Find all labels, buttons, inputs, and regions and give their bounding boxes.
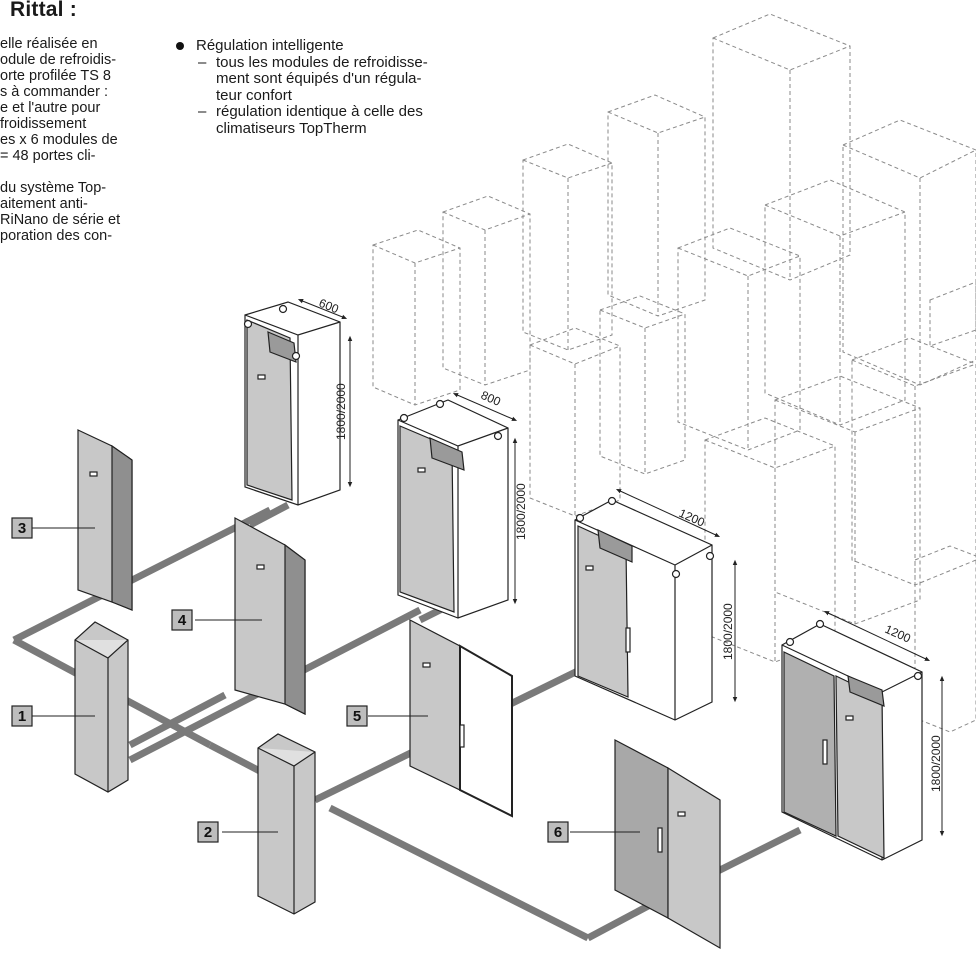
ghost-cabinet bbox=[914, 545, 976, 733]
left-line: elle réalisée en bbox=[0, 36, 98, 52]
feature-list: Régulation intelligente – tous les modul… bbox=[176, 37, 428, 137]
ghost-cabinet bbox=[842, 119, 976, 386]
left-line: froidissement bbox=[0, 116, 87, 132]
dim-600: 600 bbox=[317, 296, 341, 317]
block-1 bbox=[74, 621, 129, 793]
sub-line: climatiseurs TopTherm bbox=[216, 119, 367, 137]
ghost-cabinet bbox=[522, 143, 613, 351]
cabinet-1200-b bbox=[781, 619, 923, 861]
callout-2: 2 bbox=[197, 821, 219, 843]
callout-4: 4 bbox=[171, 609, 193, 631]
section-title: Rittal : bbox=[10, 0, 77, 21]
cabinet-800 bbox=[397, 399, 509, 619]
ghost-cabinet bbox=[851, 337, 976, 586]
cabinet-1200-a bbox=[574, 496, 715, 721]
dim-1200-a: 1200 bbox=[677, 506, 707, 530]
block-2 bbox=[257, 733, 316, 915]
left-line: es x 6 modules de bbox=[0, 132, 118, 148]
ghost-cabinet bbox=[607, 94, 706, 317]
door-5 bbox=[409, 619, 513, 818]
dimension-lines bbox=[297, 299, 945, 837]
left-description: elle réalisée en odule de refroidis- ort… bbox=[0, 36, 160, 244]
ghost-cabinets bbox=[372, 13, 976, 733]
callout-leaders bbox=[32, 527, 640, 833]
left-line: = 48 portes cli- bbox=[0, 148, 96, 164]
left-line: aitement anti- bbox=[0, 196, 88, 212]
dim-height-4: 1800/2000 bbox=[929, 735, 943, 792]
left-line: poration des con- bbox=[0, 228, 113, 244]
callout-5: 5 bbox=[346, 705, 368, 727]
ghost-cabinet bbox=[929, 281, 976, 347]
door-3 bbox=[77, 429, 133, 611]
callout-3: 3 bbox=[11, 517, 33, 539]
ghost-cabinet bbox=[712, 13, 851, 281]
left-line: s à commander : bbox=[0, 84, 108, 100]
sub-item-2: – régulation identique à celle des clima… bbox=[176, 103, 428, 137]
callout-1: 1 bbox=[11, 705, 33, 727]
left-line: e et l'autre pour bbox=[0, 100, 101, 116]
dash-icon: – bbox=[198, 53, 207, 71]
sub-item-1: – tous les modules de refroidisse- ment … bbox=[176, 53, 428, 105]
sub-line: ment sont équipés d'un régula- bbox=[216, 70, 422, 87]
sub-line: teur confort bbox=[216, 86, 292, 104]
dim-1200-b: 1200 bbox=[883, 622, 913, 646]
ghost-cabinet bbox=[529, 327, 621, 517]
cabinet-600 bbox=[243, 301, 341, 506]
dim-height-3: 1800/2000 bbox=[721, 603, 735, 660]
callout-label-4: 4 bbox=[178, 612, 187, 629]
callout-6: 6 bbox=[547, 821, 569, 843]
ghost-cabinet bbox=[372, 229, 461, 406]
left-line: orte profilée TS 8 bbox=[0, 68, 111, 84]
dim-height-2: 1800/2000 bbox=[514, 483, 528, 540]
dim-height-1: 1800/2000 bbox=[334, 383, 348, 440]
left-line: RiNano de série et bbox=[0, 212, 121, 228]
door-4 bbox=[234, 516, 306, 715]
ghost-cabinet bbox=[677, 227, 801, 451]
sub-line: régulation identique à celle des bbox=[216, 103, 423, 120]
ghost-cabinet bbox=[442, 195, 531, 386]
door-6 bbox=[614, 739, 721, 950]
ghost-cabinet bbox=[764, 179, 906, 426]
callout-label-6: 6 bbox=[554, 824, 562, 841]
callout-label-1: 1 bbox=[18, 708, 26, 725]
callout-label-5: 5 bbox=[353, 708, 361, 725]
left-line: du système Top- bbox=[0, 180, 107, 196]
ghost-cabinet bbox=[599, 295, 686, 475]
sub-line: tous les modules de refroidisse- bbox=[216, 53, 428, 71]
ghost-cabinet bbox=[774, 375, 921, 625]
bullet-heading: Régulation intelligente bbox=[176, 37, 428, 55]
callout-label-2: 2 bbox=[204, 824, 212, 841]
left-line: odule de refroidis- bbox=[0, 52, 117, 68]
dash-icon: – bbox=[198, 103, 207, 120]
callout-label-3: 3 bbox=[18, 520, 26, 537]
